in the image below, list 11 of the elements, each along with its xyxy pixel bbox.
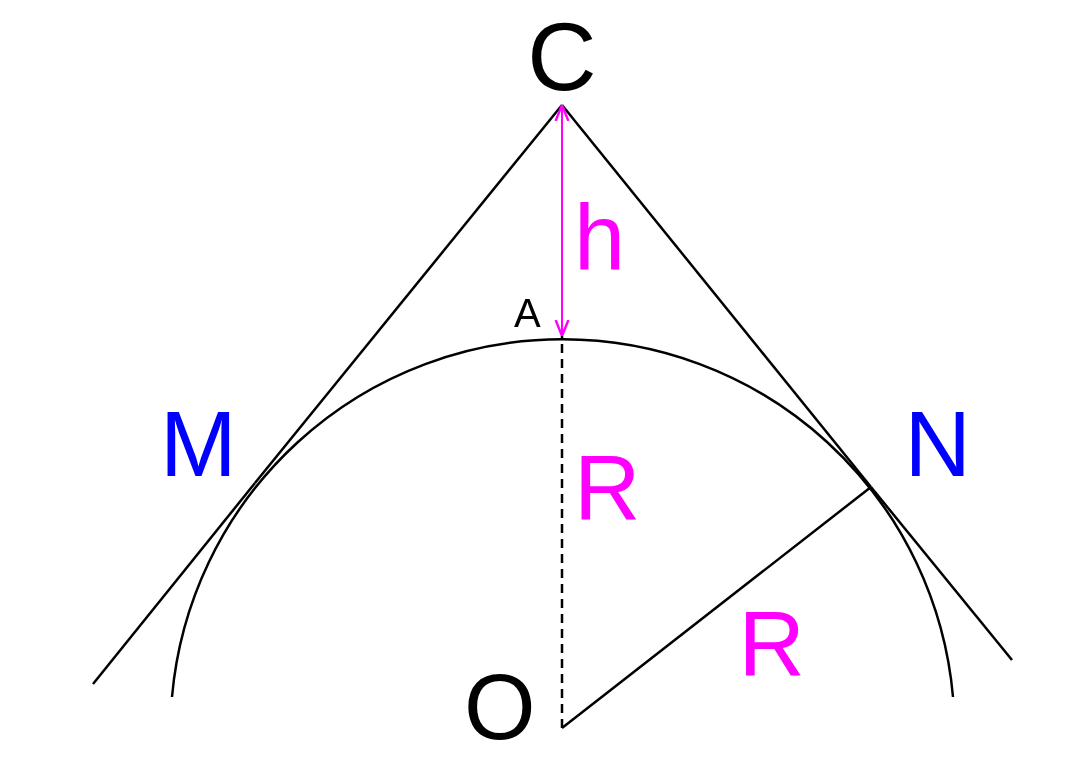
point-label: A	[514, 293, 541, 333]
line	[254, 104, 563, 484]
line	[561, 486, 872, 729]
edge-label: h	[573, 190, 627, 283]
point-label: N	[904, 398, 971, 490]
line	[561, 104, 872, 488]
point-label: O	[464, 661, 536, 753]
point-label: C	[527, 9, 597, 105]
point-label: M	[160, 398, 237, 490]
dashed-line	[560, 336, 564, 728]
line	[554, 103, 570, 338]
